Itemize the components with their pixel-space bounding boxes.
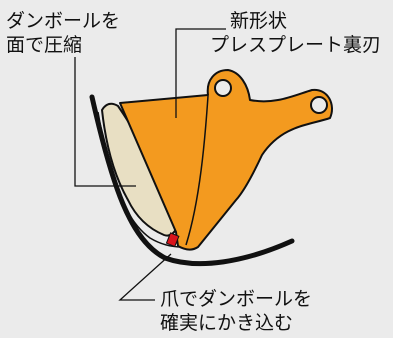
claw	[165, 232, 180, 248]
leader-line-claw	[118, 253, 172, 301]
press-plate-edge	[185, 95, 209, 246]
upper-pin-hole	[214, 79, 232, 97]
claw-label-line1: 爪でダンボールを	[160, 288, 313, 310]
plate-label-line2: プレスプレート裏刃	[210, 34, 382, 56]
right-pin-hole	[310, 96, 328, 114]
leader-line-cardboard	[74, 57, 136, 187]
press-plate-back-blade	[119, 69, 333, 251]
cardboard-label-line2: 面で圧縮	[6, 34, 83, 56]
compressed-cardboard	[100, 102, 180, 237]
claw-label-line2: 確実にかき込む	[160, 312, 294, 334]
plate-label-line1: 新形状	[230, 10, 288, 32]
inner-liner	[97, 111, 183, 248]
leader-line-plate	[175, 28, 226, 118]
cardboard-label-line1: ダンボールを	[6, 10, 121, 32]
